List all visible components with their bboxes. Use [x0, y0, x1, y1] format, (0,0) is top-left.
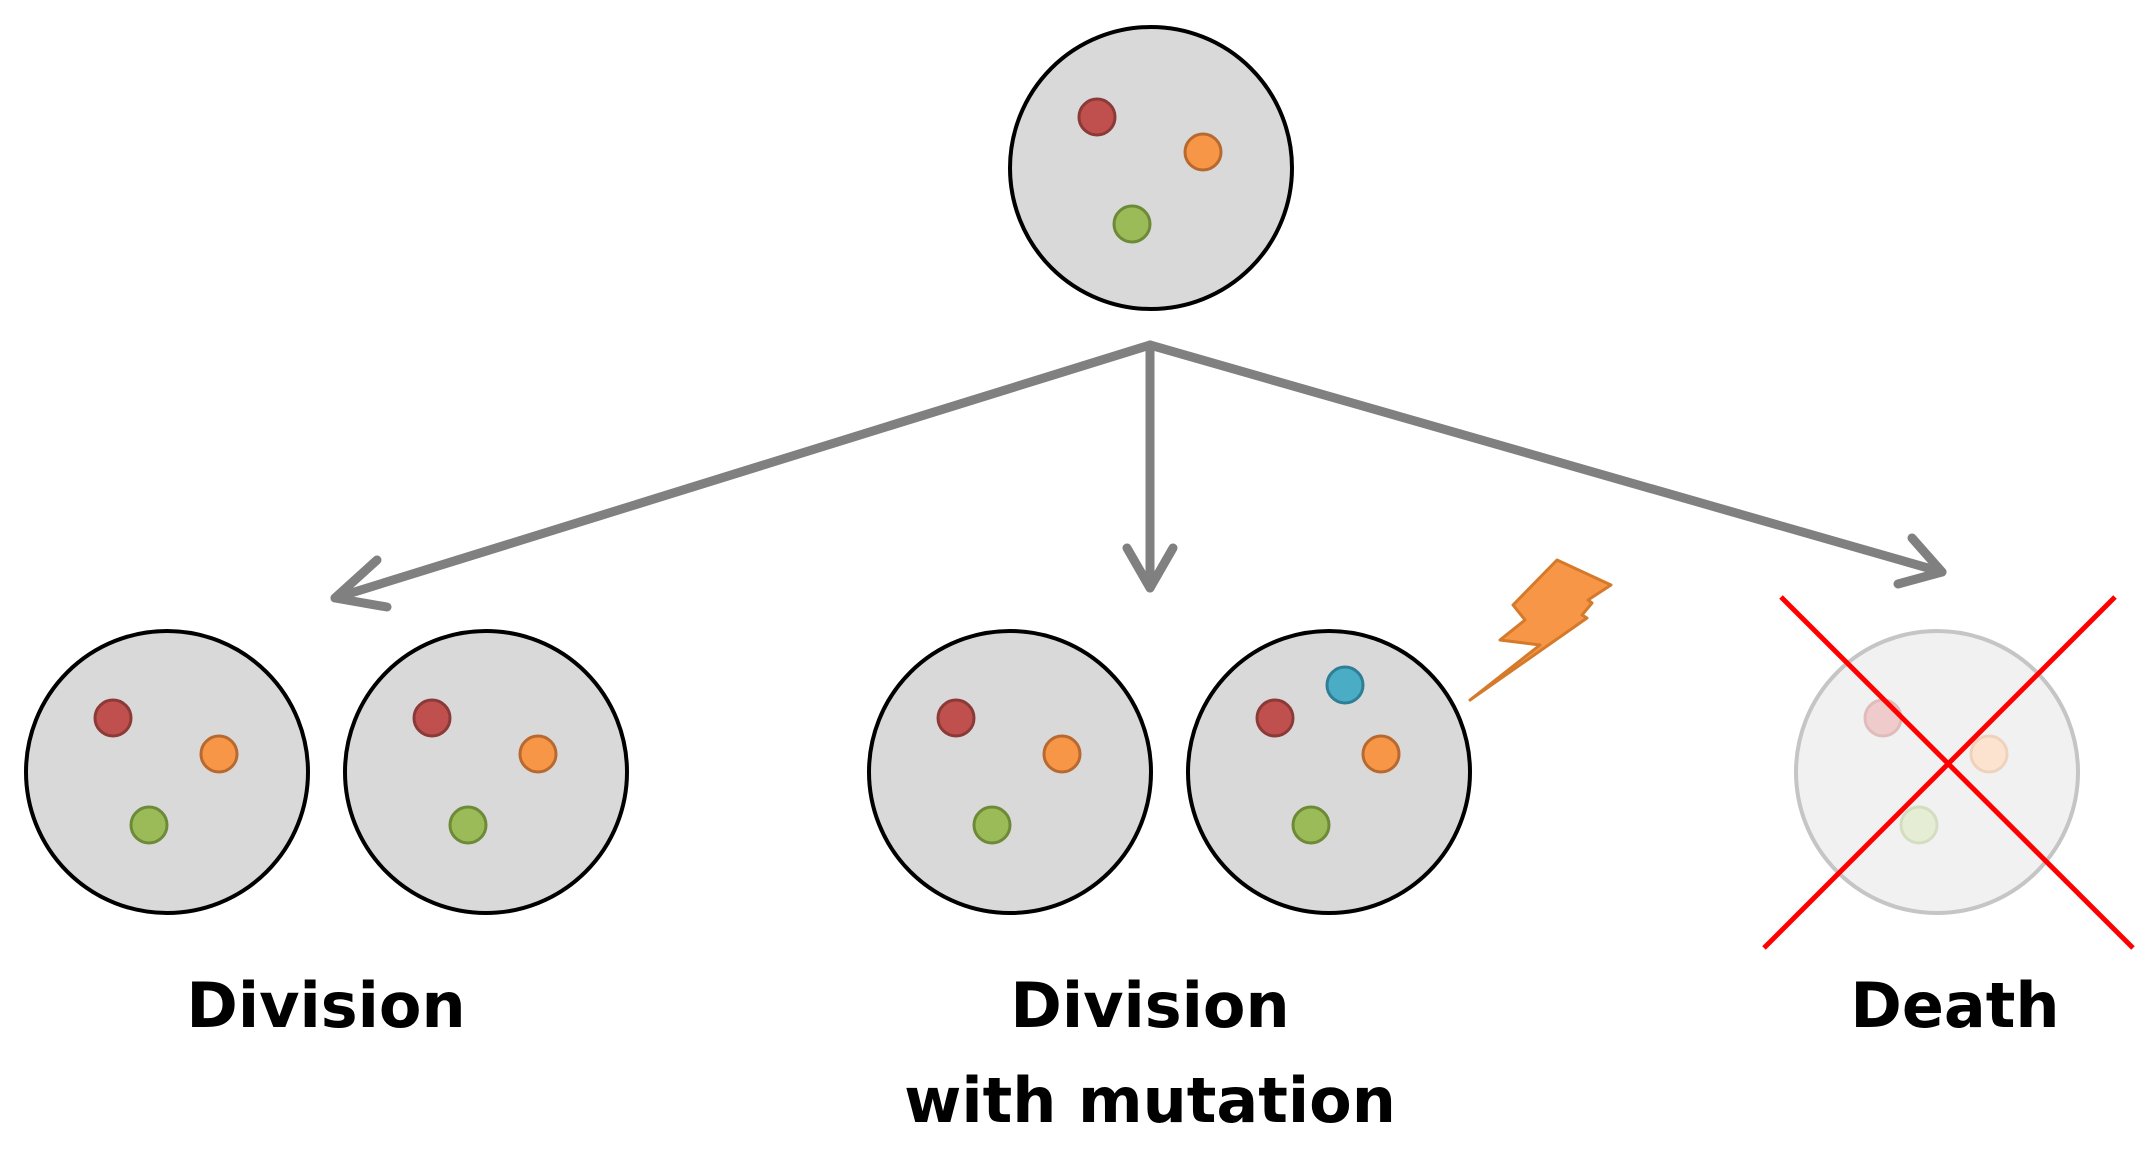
label-division: Division [186, 969, 465, 1042]
mutation-organelle [1325, 665, 1365, 705]
label-death: Death [1850, 969, 2059, 1042]
arrow-to-division [330, 340, 1155, 603]
lightning-bolt-icon [1468, 558, 1613, 702]
parent-cell [1008, 25, 1294, 311]
division-daughter-cell-1 [24, 629, 310, 915]
arrow-head-division [330, 555, 392, 612]
green-organelle [1112, 204, 1152, 244]
arrow-head-death [1893, 533, 1947, 589]
division-daughter-cell-2 [343, 629, 629, 915]
label-mutation-line1: Division [1010, 969, 1289, 1042]
arrow-head-mutation [1122, 543, 1178, 593]
cross-icon [1762, 595, 2135, 950]
mutation-daughter-cell-1 [867, 629, 1153, 915]
arrows [330, 340, 1947, 612]
red-organelle [1077, 97, 1117, 137]
label-mutation-line2: with mutation [904, 1064, 1396, 1137]
arrow-to-death [1145, 340, 1947, 577]
orange-organelle [1183, 132, 1223, 172]
mutation-daughter-cell-2 [1186, 629, 1472, 915]
